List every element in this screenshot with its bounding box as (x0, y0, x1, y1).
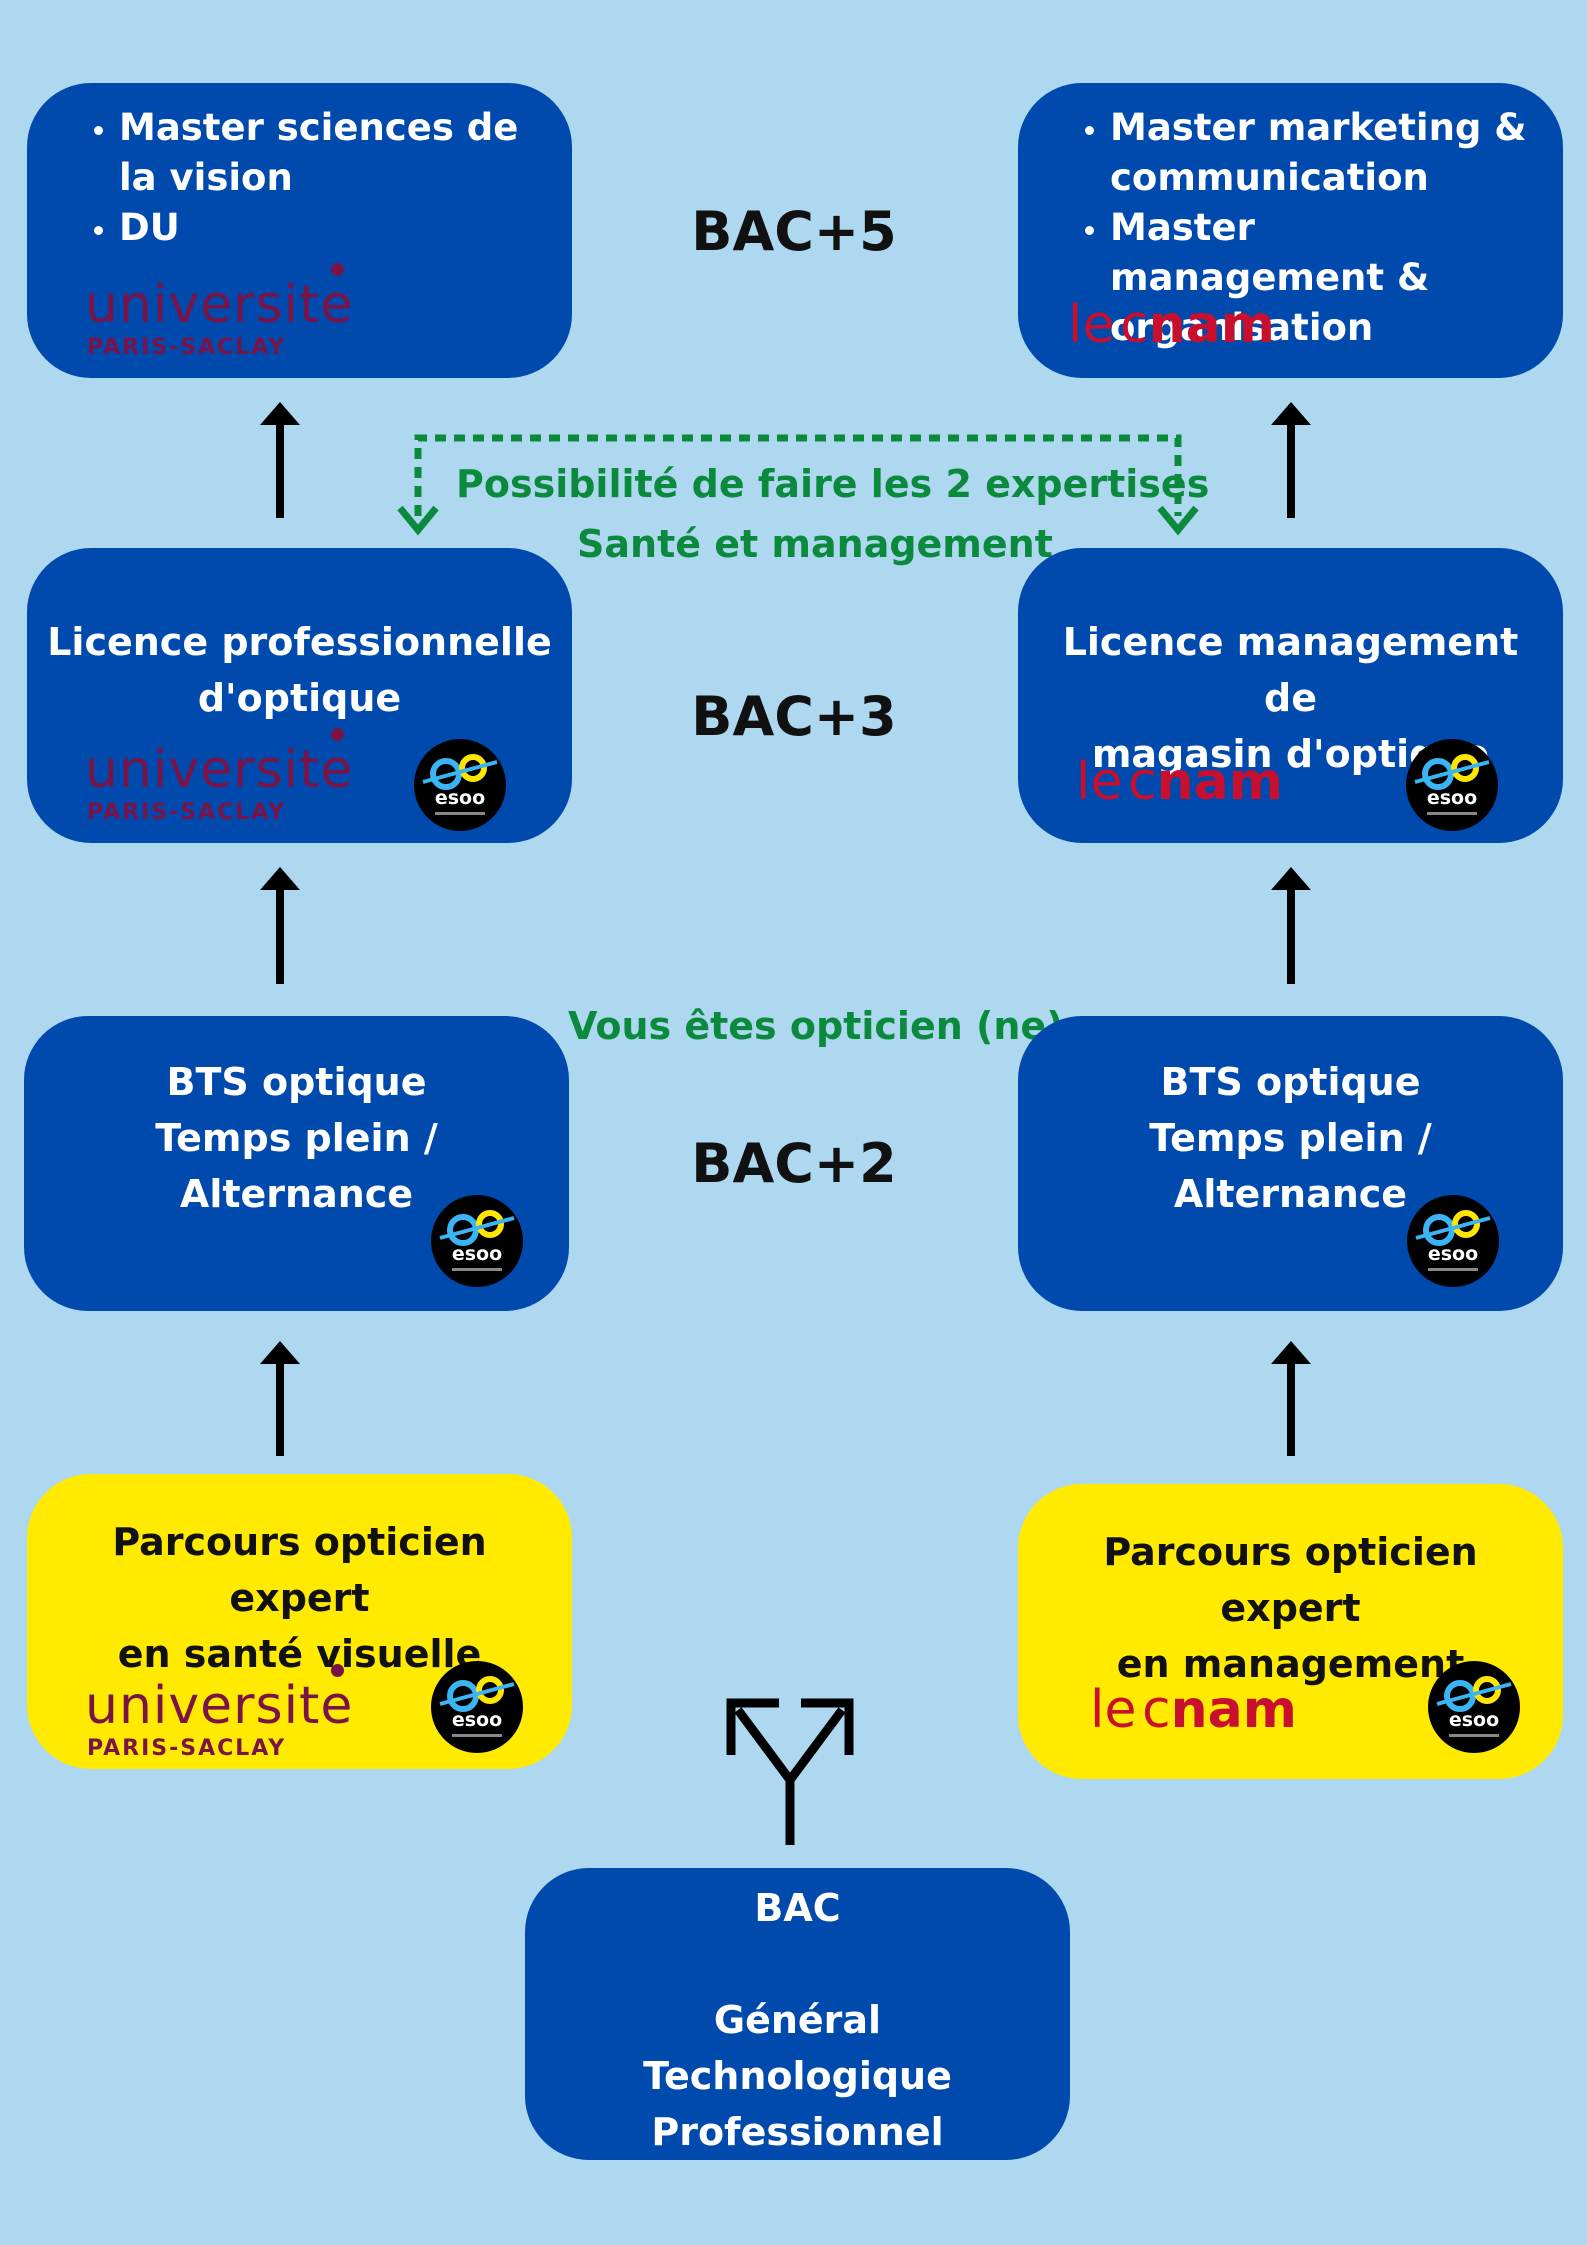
esoo-logo-text: esoo (452, 1709, 502, 1731)
bts-right-box: BTS optique Temps plein / Alternance eso… (1018, 1016, 1563, 1311)
licence-left-line2: d'optique (197, 676, 402, 720)
cnam-logo-nam: nam (1148, 295, 1275, 355)
licence-right-box: Licence management de magasin d'optique … (1018, 548, 1563, 843)
bts-right-title: BTS optique Temps plein / Alternance (1038, 1054, 1543, 1222)
bts-left-box: BTS optique Temps plein / Alternance eso… (24, 1016, 569, 1311)
parcours-right-line1: Parcours opticien expert (1103, 1530, 1478, 1630)
note-opticien: Vous êtes opticien (ne) (568, 1004, 1064, 1048)
parcours-right-line2: en management (1116, 1642, 1465, 1686)
universite-logo-dot (331, 1664, 344, 1677)
universite-logo-word: universite (85, 1676, 354, 1736)
universite-logo-word: universite (85, 275, 354, 335)
parcours-right-title: Parcours opticien expert en management (1038, 1524, 1543, 1692)
master-left-item: Master sciences de la vision (119, 103, 544, 203)
esoo-logo: esoo (431, 1195, 523, 1287)
universite-logo-sub: PARIS-SACLAY (87, 335, 287, 360)
licence-left-line1: Licence professionnelle (47, 620, 552, 664)
cnam-logo-nam: nam (1156, 752, 1283, 812)
universite-logo-sub: PARIS-SACLAY (87, 1736, 287, 1761)
parcours-left-title: Parcours opticien expert en santé visuel… (47, 1514, 552, 1682)
master-right-item: Master management & organisation (1110, 203, 1535, 353)
licence-right-line1: Licence management de (1062, 620, 1519, 720)
cnam-logo-nam: nam (1170, 1680, 1297, 1740)
arrow-up-icon (260, 402, 300, 518)
cnam-logo-le: le (1076, 752, 1123, 812)
arrow-up-icon (260, 867, 300, 984)
bts-left-title: BTS optique Temps plein / Alternance (44, 1054, 549, 1222)
parcours-left-line2: en santé visuelle (117, 1632, 482, 1676)
licence-left-title: Licence professionnelle d'optique (47, 614, 552, 726)
parcours-right-box: Parcours opticien expert en management l… (1018, 1484, 1563, 1779)
esoo-logo: esoo (1428, 1661, 1520, 1753)
level-bac2: BAC+2 (691, 1132, 897, 1195)
dashed-bracket-arrow-icon (397, 434, 1199, 536)
cnam-logo-c: c (1128, 752, 1157, 812)
arrow-up-icon (1271, 402, 1311, 518)
universite-logo-sub: PARIS-SACLAY (87, 800, 287, 825)
fork-arrow-icon (726, 1698, 854, 1845)
bac-line4: Professionnel (651, 2110, 944, 2154)
esoo-logo-text: esoo (435, 787, 485, 809)
universite-paris-saclay-logo: universite PARIS-SACLAY (85, 728, 352, 825)
esoo-logo: esoo (414, 739, 506, 831)
esoo-logo-text: esoo (1427, 787, 1477, 809)
cnam-logo-c: c (1142, 1680, 1171, 1740)
arrow-up-icon (1271, 867, 1311, 984)
cnam-logo-le: le (1068, 295, 1115, 355)
cnam-logo-le: le (1090, 1680, 1137, 1740)
universite-paris-saclay-logo: universite PARIS-SACLAY (85, 263, 352, 360)
level-bac5: BAC+5 (691, 200, 897, 263)
bac-line1: BAC (754, 1886, 841, 1930)
bts-left-line1: BTS optique (166, 1060, 427, 1104)
universite-logo-dot (331, 728, 344, 741)
master-left-item: DU (119, 203, 544, 253)
bac-line3: Technologique (643, 2054, 952, 2098)
universite-logo-word: universite (85, 740, 354, 800)
bac-box: BAC Général Technologique Professionnel (525, 1868, 1070, 2160)
universite-paris-saclay-logo: universite PARIS-SACLAY (85, 1664, 352, 1761)
master-right-list: Master marketing & communication Master … (1054, 103, 1535, 353)
universite-logo-dot (331, 263, 344, 276)
esoo-logo-text: esoo (452, 1243, 502, 1265)
esoo-logo: esoo (1407, 1195, 1499, 1287)
cnam-logo: le cnam (1076, 752, 1283, 816)
bts-left-line2: Temps plein / Alternance (155, 1116, 438, 1216)
bts-right-line2: Temps plein / Alternance (1149, 1116, 1432, 1216)
cnam-logo: le cnam (1068, 295, 1275, 359)
master-left-list: Master sciences de la vision DU (63, 103, 544, 253)
arrow-up-icon (1271, 1341, 1311, 1456)
licence-left-box: Licence professionnelle d'optique univer… (27, 548, 572, 843)
esoo-logo: esoo (1406, 739, 1498, 831)
cnam-logo-c: c (1120, 295, 1149, 355)
bts-right-line1: BTS optique (1160, 1060, 1421, 1104)
cnam-logo: le cnam (1090, 1680, 1297, 1744)
master-right-box: Master marketing & communication Master … (1018, 83, 1563, 378)
master-right-item: Master marketing & communication (1110, 103, 1535, 203)
esoo-logo-text: esoo (1449, 1709, 1499, 1731)
bac-title: BAC Général Technologique Professionnel (545, 1880, 1050, 2160)
level-bac3: BAC+3 (691, 685, 897, 748)
parcours-left-box: Parcours opticien expert en santé visuel… (27, 1474, 572, 1769)
note-sante-management: Santé et management (577, 522, 1053, 566)
bac-line2: Général (713, 1998, 882, 2042)
note-both-expertises: Possibilité de faire les 2 expertises (456, 462, 1210, 506)
esoo-logo: esoo (431, 1661, 523, 1753)
parcours-left-line1: Parcours opticien expert (112, 1520, 487, 1620)
master-left-box: Master sciences de la vision DU universi… (27, 83, 572, 378)
arrow-up-icon (260, 1341, 300, 1456)
esoo-logo-text: esoo (1428, 1243, 1478, 1265)
